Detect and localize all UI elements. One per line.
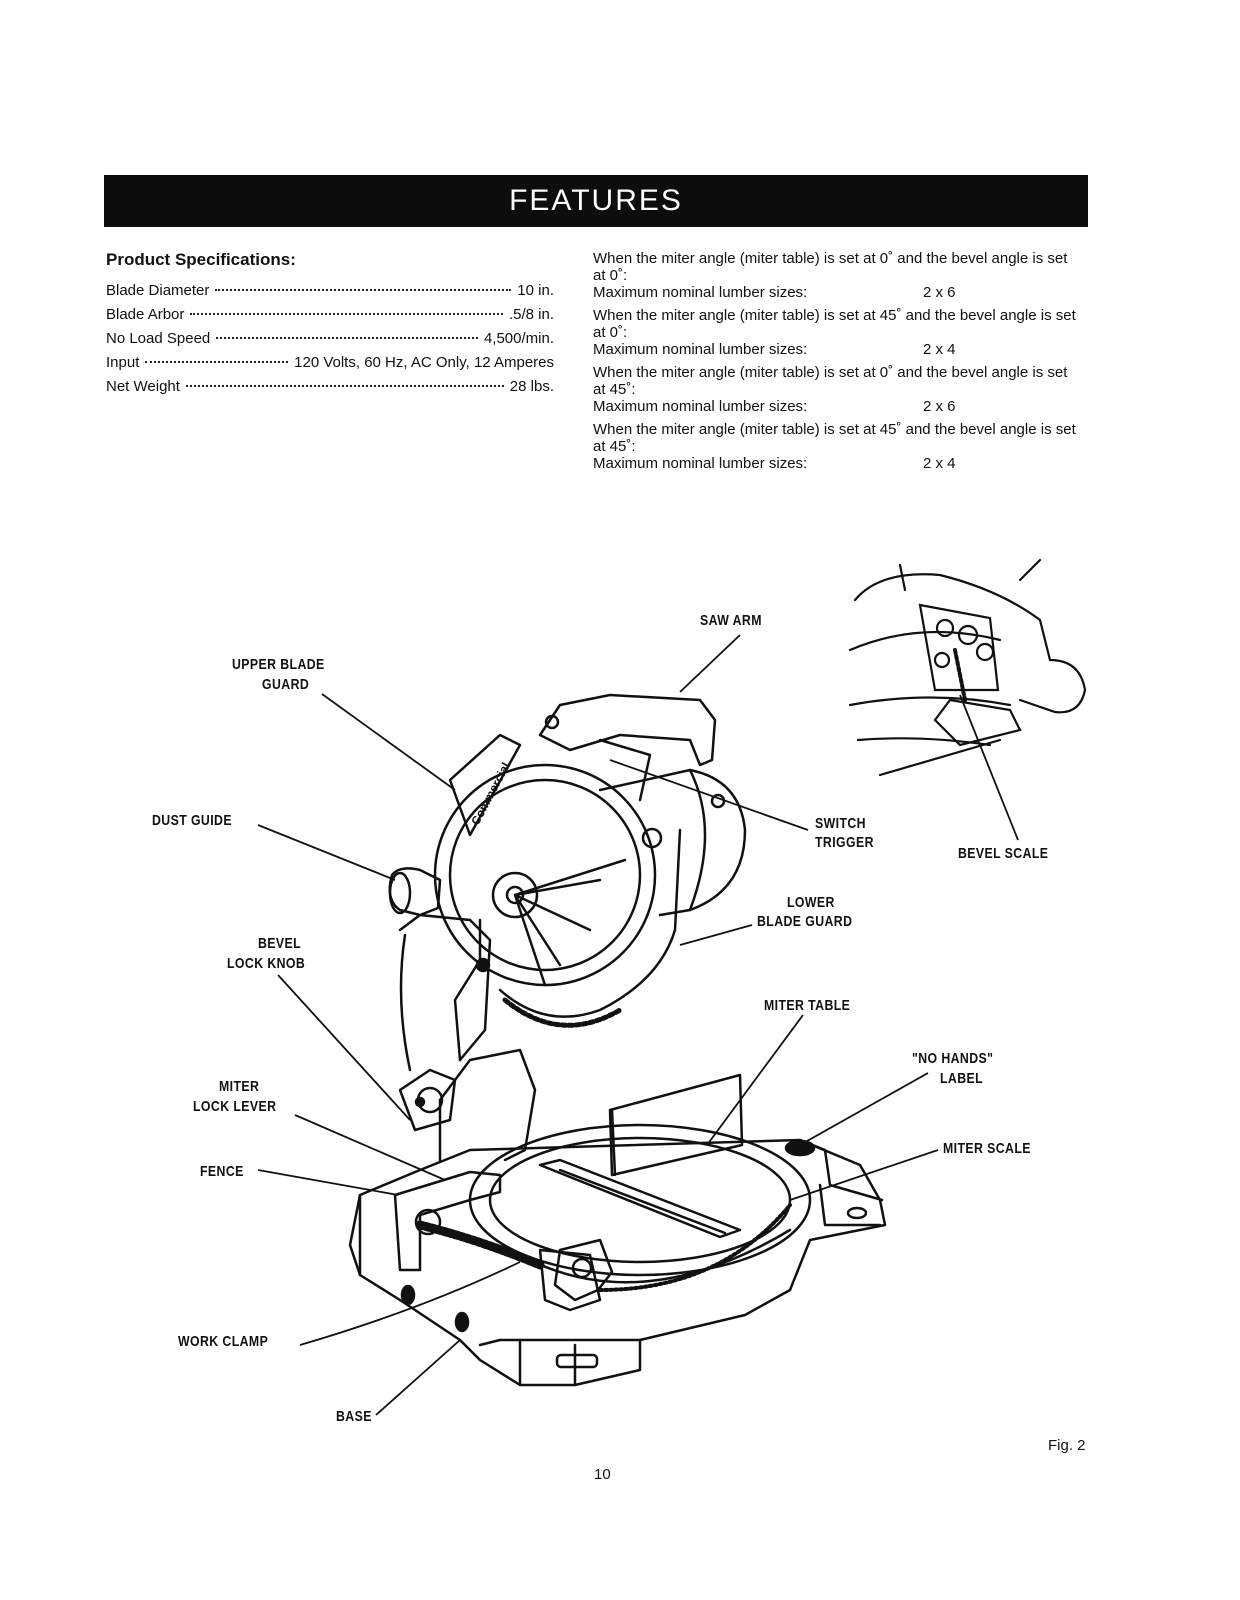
leader-dots (215, 289, 512, 291)
features-title: FEATURES (509, 184, 683, 217)
leader-miter-scale (789, 1149, 939, 1201)
leader-switch-trigger (609, 759, 809, 831)
spec-row: Blade Diameter 10 in. (106, 282, 554, 306)
leader-base (375, 1339, 461, 1416)
features-banner: FEATURES (104, 175, 1088, 227)
label-bevel-scale: BEVEL SCALE (958, 845, 1049, 862)
capacity-condition: When the miter angle (miter table) is se… (593, 307, 1076, 341)
label-bevel-lock-knob-line1: BEVEL (258, 935, 302, 952)
capacity-block: When the miter angle (miter table) is se… (593, 364, 1083, 415)
label-switch-trigger-line2: TRIGGER (815, 834, 874, 851)
spec-row: Net Weight 28 lbs. (106, 378, 554, 402)
motor (598, 768, 747, 917)
capacity-size-label: Maximum nominal lumber sizes: (593, 455, 808, 472)
leader-fence (257, 1169, 399, 1196)
label-lower-blade-guard-line2: BLADE GUARD (757, 913, 853, 930)
label-dust-guide: DUST GUIDE (152, 812, 232, 829)
leader-bevel-lock-knob (277, 974, 411, 1121)
leader-dots (145, 361, 289, 363)
base (348, 1138, 887, 1387)
spec-value: 4,500/min. (483, 330, 554, 347)
spec-label: Blade Diameter (106, 282, 210, 299)
figure-number: Fig. 2 (1048, 1437, 1086, 1454)
capacity-size: 2 x 6 (923, 398, 956, 415)
capacity-size: 2 x 4 (923, 455, 956, 472)
product-specifications: Product Specifications: Blade Diameter 10… (106, 250, 554, 402)
label-lower-blade-guard-line1: LOWER (787, 894, 835, 911)
spec-label: Blade Arbor (106, 306, 185, 323)
leader-saw-arm (679, 634, 741, 693)
capacity-condition: When the miter angle (miter table) is se… (593, 250, 1068, 284)
label-work-clamp: WORK CLAMP (178, 1333, 269, 1350)
capacity-size-label: Maximum nominal lumber sizes: (593, 398, 808, 415)
label-miter-scale: MITER SCALE (943, 1140, 1031, 1157)
capacity-block: When the miter angle (miter table) is se… (593, 307, 1083, 358)
spec-row: Blade Arbor .5/8 in. (106, 306, 554, 330)
capacity-size: 2 x 4 (923, 341, 956, 358)
label-miter-lock-lever-line2: LOCK LEVER (193, 1098, 277, 1115)
spec-label: No Load Speed (106, 330, 211, 347)
spec-value: 10 in. (517, 282, 554, 299)
capacity-condition: When the miter angle (miter table) is se… (593, 421, 1076, 455)
dust-guide (388, 867, 442, 917)
spec-value: 28 lbs. (509, 378, 554, 395)
spec-value: 120 Volts, 60 Hz, AC Only, 12 Amperes (294, 354, 554, 371)
blade-brand: Commercial (468, 760, 513, 827)
leader-dust-guide (257, 824, 396, 881)
label-miter-lock-lever-line1: MITER (219, 1078, 260, 1095)
label-saw-arm: SAW ARM (700, 612, 762, 629)
capacity-block: When the miter angle (miter table) is se… (593, 250, 1083, 301)
leader-miter-table (706, 1014, 804, 1146)
capacity-size-label: Maximum nominal lumber sizes: (593, 341, 808, 358)
capacity-block: When the miter angle (miter table) is se… (593, 421, 1083, 472)
label-miter-table: MITER TABLE (764, 997, 851, 1014)
label-fence: FENCE (200, 1163, 244, 1180)
label-upper-blade-guard-line1: UPPER BLADE (232, 656, 325, 673)
capacity-size-label: Maximum nominal lumber sizes: (593, 284, 808, 301)
page-number: 10 (594, 1466, 611, 1483)
cutting-capacities: When the miter angle (miter table) is se… (593, 250, 1083, 478)
spec-label: Input (106, 354, 140, 371)
spec-value: .5/8 in. (508, 306, 554, 323)
leader-dots (185, 385, 504, 387)
work-clamp (415, 1220, 545, 1270)
bevel-scale-inset (848, 558, 1087, 777)
spec-row: Input 120 Volts, 60 Hz, AC Only, 12 Amper… (106, 354, 554, 378)
saw-arm (538, 693, 717, 767)
capacity-condition: When the miter angle (miter table) is se… (593, 364, 1068, 398)
leader-upper-blade-guard (321, 693, 456, 791)
leader-bevel-scale (959, 694, 1019, 841)
capacity-size: 2 x 6 (923, 284, 956, 301)
miter-scale (598, 1203, 792, 1292)
leader-dots (190, 313, 503, 315)
label-switch-trigger-line1: SWITCH (815, 815, 866, 832)
leader-work-clamp (299, 1261, 521, 1346)
leader-lower-blade-guard (679, 924, 753, 946)
leader-no-hands (799, 1072, 929, 1146)
label-base: BASE (336, 1408, 372, 1425)
leader-miter-lock-lever (294, 1114, 446, 1181)
label-upper-blade-guard-line2: GUARD (262, 676, 310, 693)
lower-blade-guard (498, 828, 682, 1018)
label-no-hands-line1: "NO HANDS" (912, 1050, 994, 1067)
label-no-hands-line2: LABEL (940, 1070, 984, 1087)
spec-row: No Load Speed 4,500/min. (106, 330, 554, 354)
spec-label: Net Weight (106, 378, 180, 395)
blade-guard (433, 763, 657, 987)
specs-heading: Product Specifications: (106, 250, 296, 269)
fence (393, 1170, 502, 1272)
leader-dots (216, 337, 478, 339)
label-bevel-lock-knob-line2: LOCK KNOB (227, 955, 306, 972)
